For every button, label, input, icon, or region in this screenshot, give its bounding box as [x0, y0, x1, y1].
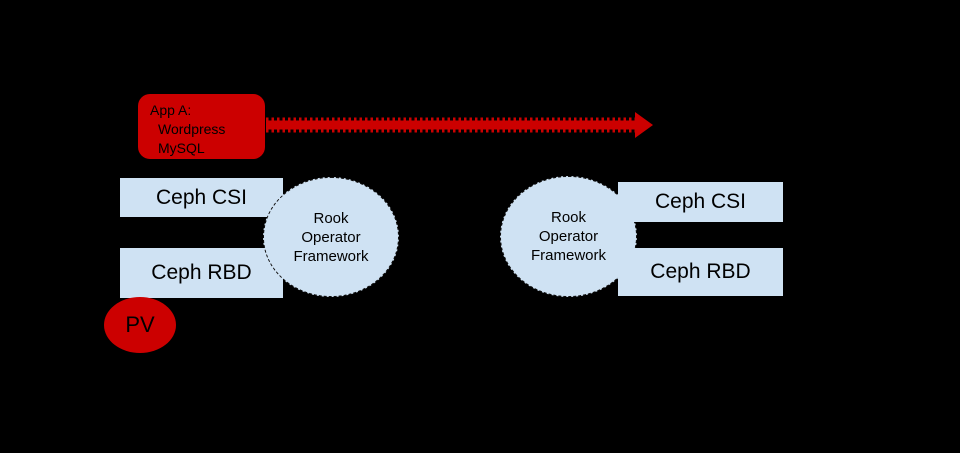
ceph-csi-box-right: Ceph CSI	[618, 182, 783, 222]
rook-operator-line-1-left: Rook	[313, 209, 349, 227]
ceph-rbd-box-right: Ceph RBD	[618, 248, 783, 296]
arrow-head-icon	[635, 112, 653, 138]
rook-operator-line-2-left: Operator	[301, 228, 361, 246]
ceph-csi-label-left: Ceph CSI	[155, 185, 248, 209]
rook-operator-line-1-right: Rook	[550, 209, 587, 226]
rook-operator-circle-right: Rook Operator Framework	[500, 176, 637, 297]
app-a-box: App A: Wordpress MySQL	[138, 94, 265, 159]
app-a-wordpress-label: Wordpress	[158, 121, 226, 137]
app-a-mysql-label: MySQL	[158, 140, 205, 156]
rook-operator-circle-left: Rook Operator Framework	[263, 177, 399, 297]
ceph-rbd-label-left: Ceph RBD	[151, 261, 252, 284]
rook-operator-line-2-right: Operator	[538, 228, 599, 245]
pv-ellipse: PV	[104, 297, 176, 353]
ceph-rbd-label-right: Ceph RBD	[650, 260, 751, 283]
ceph-rbd-box-left: Ceph RBD	[120, 248, 283, 298]
app-a-title: App A:	[150, 102, 192, 118]
rook-operator-line-3-right: Framework	[530, 247, 606, 264]
rook-operator-line-3-left: Framework	[293, 247, 369, 265]
ceph-csi-label-right: Ceph CSI	[654, 190, 747, 213]
ceph-csi-box-left: Ceph CSI	[120, 178, 283, 217]
pv-label: PV	[125, 312, 155, 337]
